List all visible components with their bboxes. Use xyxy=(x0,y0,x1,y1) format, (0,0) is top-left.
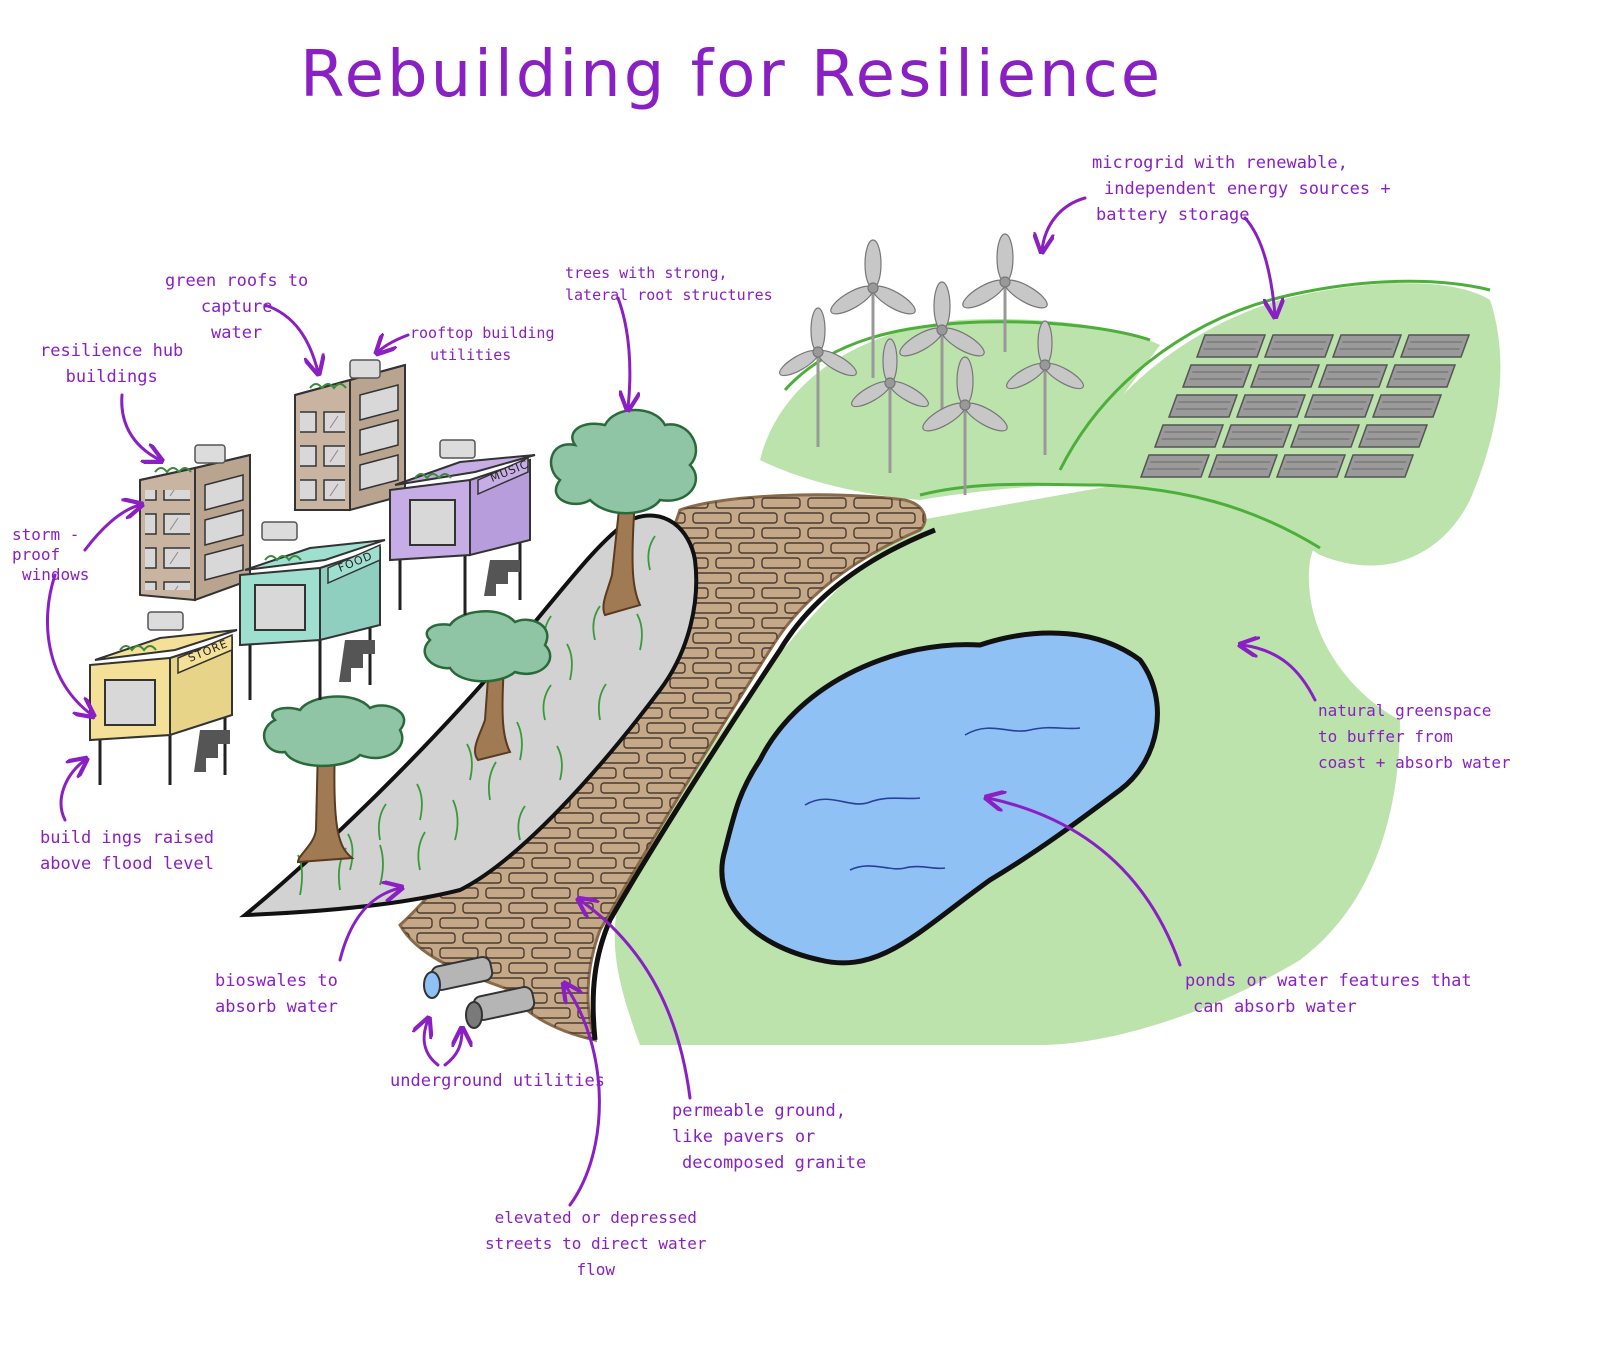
page-title: Rebuilding for Resilience xyxy=(300,38,1164,112)
solar-panel xyxy=(1195,334,1267,358)
solar-panel xyxy=(1235,394,1307,418)
solar-panel xyxy=(1139,454,1211,478)
buildings: MUSIC FOOD xyxy=(89,359,536,785)
tree xyxy=(263,695,406,864)
trees xyxy=(263,408,698,864)
solar-panel xyxy=(1221,424,1293,448)
tall-building-front xyxy=(139,444,251,602)
label-microgrid: microgrid with renewable,independent ene… xyxy=(1092,153,1391,225)
street-edge-line xyxy=(590,527,936,1041)
solar-panel xyxy=(1371,394,1443,418)
solar-panel xyxy=(1181,364,1253,388)
food-building: FOOD xyxy=(239,521,386,700)
label-trees: trees with strong,lateral root structure… xyxy=(565,264,773,304)
solar-panel xyxy=(1289,424,1361,448)
paver-texture xyxy=(400,494,925,1041)
solar-panel xyxy=(1275,454,1347,478)
wind-turbines xyxy=(779,233,1084,495)
solar-panel xyxy=(1399,334,1471,358)
tree xyxy=(549,408,698,617)
annotation-arrows xyxy=(45,196,1317,1207)
tree xyxy=(423,610,552,762)
solar-panel xyxy=(1167,394,1239,418)
solar-hill-outline xyxy=(1058,279,1491,471)
solar-panel xyxy=(1249,364,1321,388)
solar-panel xyxy=(1357,424,1429,448)
music-building: MUSIC xyxy=(389,439,536,615)
store-building: STORE xyxy=(89,611,238,785)
solar-panel xyxy=(1343,454,1415,478)
solar-panel xyxy=(1207,454,1279,478)
label-underground: underground utilities xyxy=(390,1071,605,1091)
bioswale xyxy=(239,513,699,918)
pond xyxy=(719,630,1160,966)
solar-panel xyxy=(1153,424,1225,448)
solar-panel xyxy=(1385,364,1457,388)
hill-base-outline xyxy=(919,482,1321,550)
solar-panel xyxy=(1331,334,1403,358)
pond-ripples xyxy=(804,726,1081,871)
solar-panel xyxy=(1303,394,1375,418)
underground-pipes xyxy=(423,956,536,1029)
solar-panel xyxy=(1317,364,1389,388)
solar-panels xyxy=(1139,334,1471,478)
tall-building-back xyxy=(294,359,406,512)
solar-panel xyxy=(1263,334,1335,358)
